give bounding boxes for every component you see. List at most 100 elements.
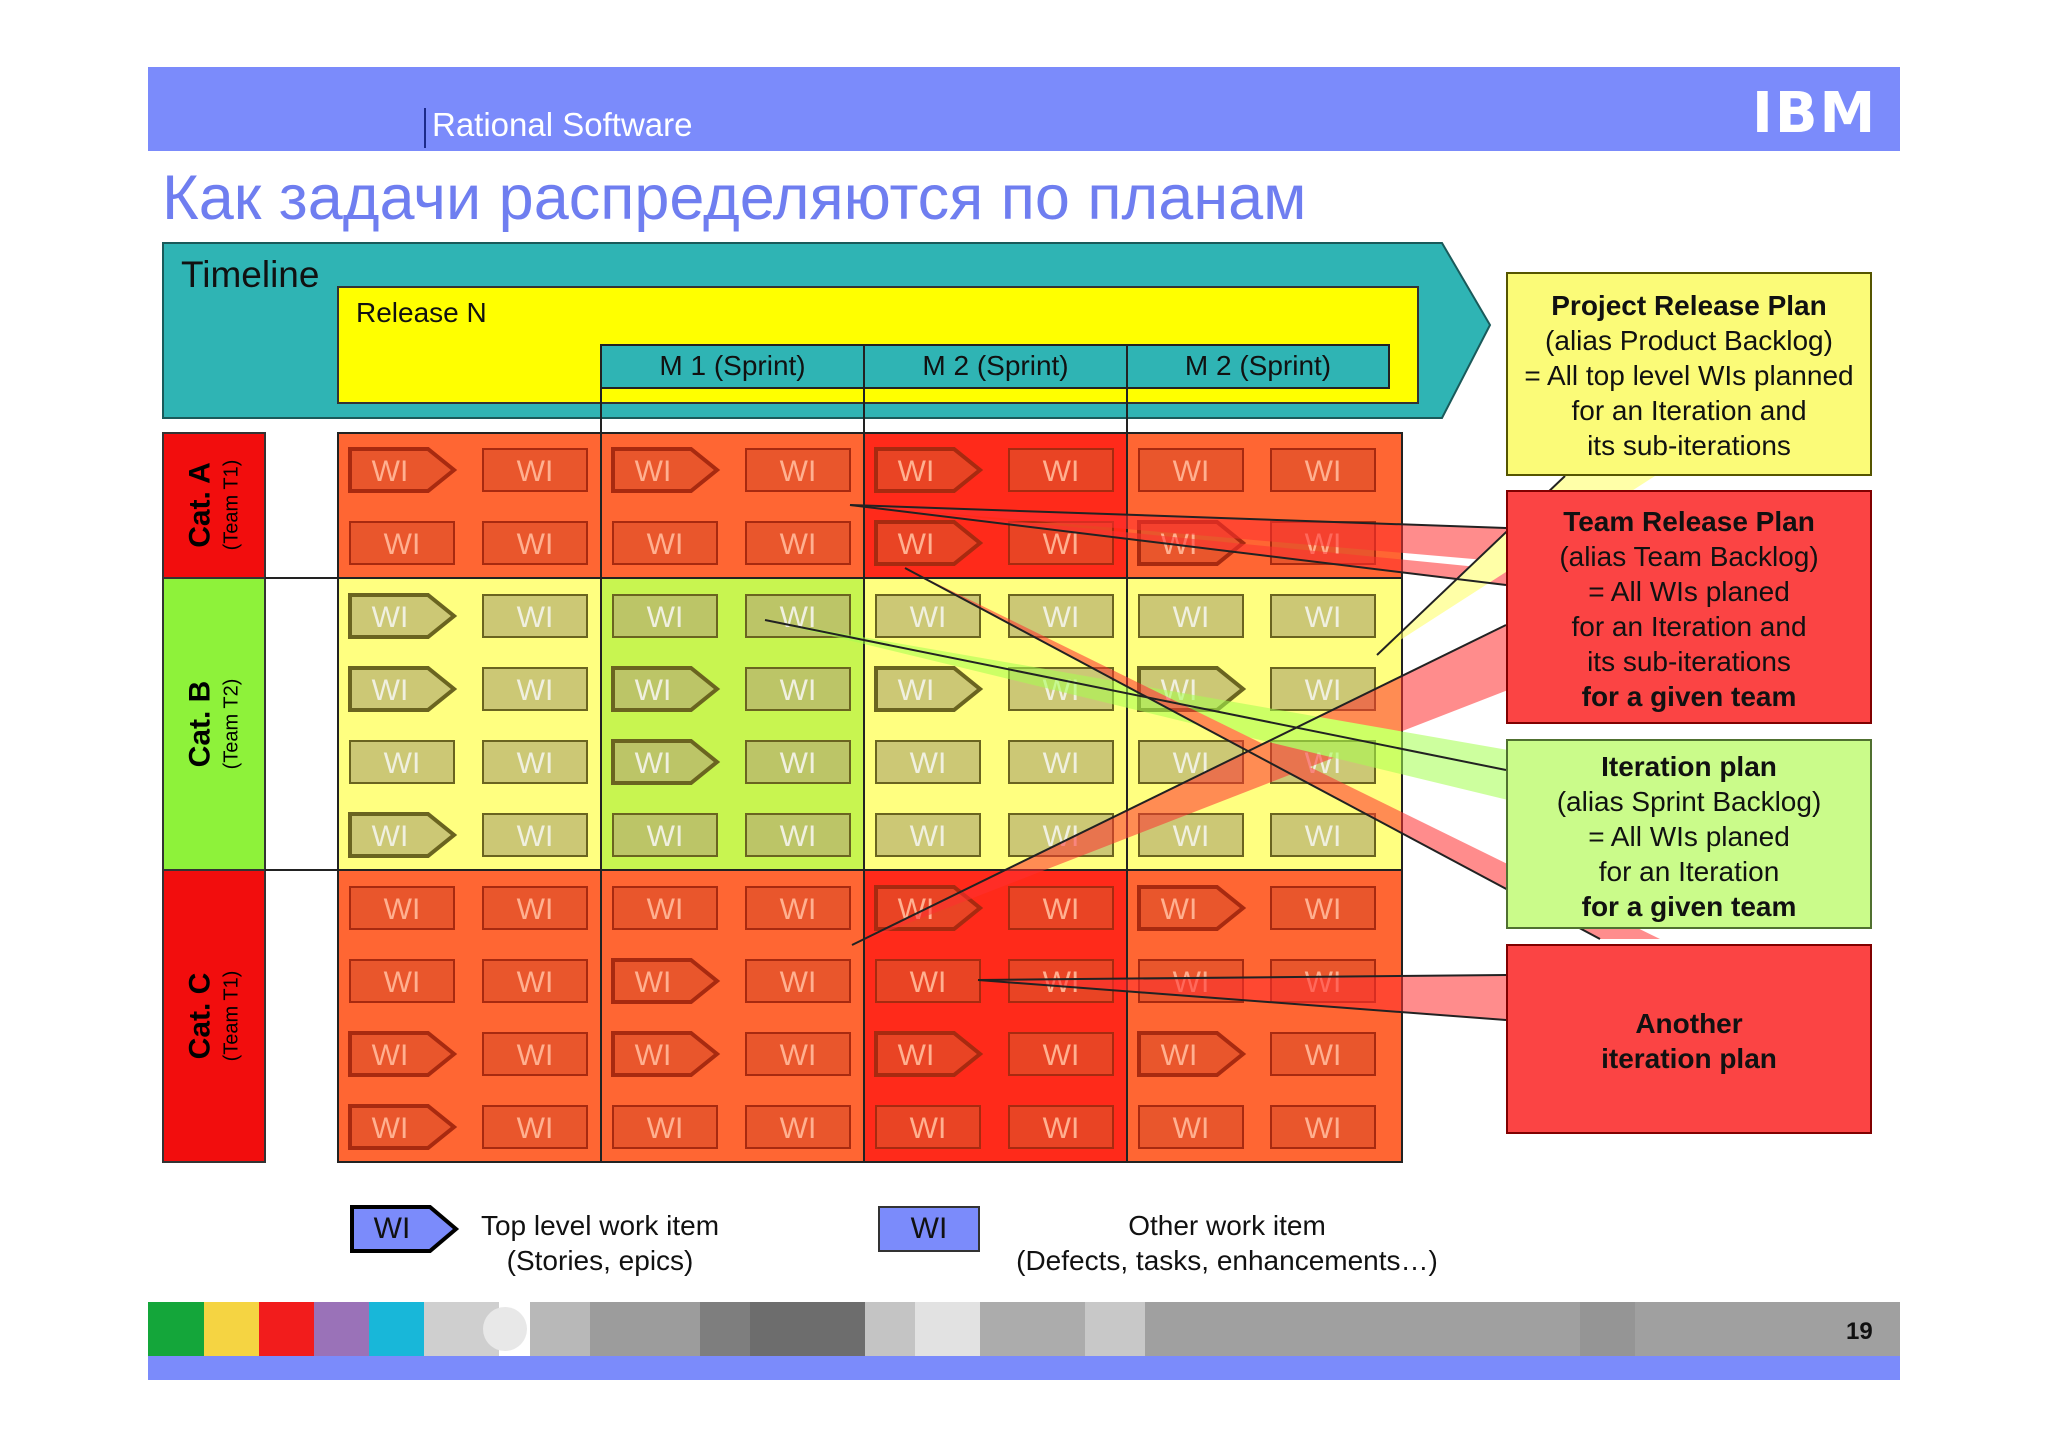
top-level-work-item [1137,1031,1247,1077]
top-level-work-item [348,447,458,493]
work-item-label: WI [517,1112,554,1145]
work-item [745,886,851,930]
legend-other-text: Other work item (Defects, tasks, enhance… [1000,1208,1454,1278]
legend-other-box-label: WI [910,1212,948,1245]
callout-prp-line4: for an Iteration and [1571,395,1807,426]
category-label-c: Cat. C (Team T1) [183,971,243,1062]
callout-trp-line4: for an Iteration and [1571,611,1807,642]
callout-aip-line1: Another [1635,1008,1743,1039]
work-item-label: WI [1305,455,1342,488]
work-item-label: WI [372,601,409,634]
category-label-b: Cat. B (Team T2) [184,678,243,770]
release-label: Release N [356,297,487,328]
footer-bar [148,1356,1900,1380]
category-name-c: Cat. C [183,972,217,1060]
legend-other-line1: Other work item [1128,1210,1326,1241]
category-team-a: (Team T1) [220,459,243,551]
sprint-header-1 [600,344,865,389]
work-item [349,740,455,784]
top-level-work-item [874,1031,984,1077]
legend-top-level-shape [350,1205,460,1253]
work-item-label: WI [647,601,684,634]
work-item-label: WI [372,455,409,488]
work-item [482,521,588,565]
callout-prp-line5: its sub-iterations [1587,430,1791,461]
top-level-work-item [348,812,458,858]
work-item [1138,594,1244,638]
connector-another-1 [978,975,1508,1020]
work-item [875,813,981,857]
work-item [875,594,981,638]
work-item-label: WI [647,820,684,853]
work-item [745,448,851,492]
work-item-label: WI [635,674,672,707]
work-item-label: WI [1043,528,1080,561]
work-item-label: WI [780,1112,817,1145]
work-item-label: WI [1305,674,1342,707]
work-item-label: WI [780,747,817,780]
work-item [612,1105,718,1149]
work-item [745,521,851,565]
callout-trp-title: Team Release Plan [1563,506,1815,537]
work-item-label: WI [898,674,935,707]
work-item [1008,886,1114,930]
work-item-label: WI [780,528,817,561]
connector-lines [764,475,1601,1021]
work-item-label: WI [384,966,421,999]
work-item [1138,448,1244,492]
callout-ip-line5: for a given team [1581,891,1797,922]
work-item-label: WI [910,747,947,780]
work-item [875,1105,981,1149]
category-bar-a [162,432,266,579]
work-item-label: WI [384,893,421,926]
work-item-label: WI [1173,820,1210,853]
work-item [1270,594,1376,638]
top-level-work-item [874,666,984,712]
work-item-label: WI [372,1039,409,1072]
legend-top-level-box-label: WI [373,1212,411,1245]
top-level-work-item [611,447,721,493]
work-item [612,813,718,857]
callout-trp-alias: (alias Team Backlog) [1559,541,1819,572]
work-item [482,1032,588,1076]
header-divider [424,108,426,148]
sprint-label-3: M 2 (Sprint) [1184,350,1332,381]
work-item-label: WI [780,674,817,707]
top-level-work-item [348,666,458,712]
legend-top-level-line1: Top level work item [480,1210,720,1241]
category-label-a: Cat. A (Team T1) [184,459,243,551]
work-item [482,813,588,857]
work-item-label: WI [384,747,421,780]
work-item-label: WI [1305,601,1342,634]
top-level-work-item [874,447,984,493]
work-item-label: WI [517,1039,554,1072]
work-item [612,886,718,930]
work-item [745,740,851,784]
top-level-work-item [348,1031,458,1077]
work-item-label: WI [780,820,817,853]
callout-prp-title: Project Release Plan [1551,290,1827,321]
work-item [1008,448,1114,492]
top-level-work-item [611,739,721,785]
work-item-label: WI [910,820,947,853]
work-item [482,594,588,638]
work-item-label: WI [517,674,554,707]
work-item-label: WI [1043,893,1080,926]
work-item-label: WI [1161,893,1198,926]
work-item-label: WI [517,455,554,488]
work-item-label: WI [1043,455,1080,488]
top-level-work-item [611,1031,721,1077]
footer-strip [148,1302,1900,1356]
callout-another-iteration-plan: Another iteration plan [1506,944,1872,1134]
work-item-label: WI [517,893,554,926]
work-item-label: WI [1043,601,1080,634]
connector-team-release-1 [850,505,1508,562]
category-team-b: (Team T2) [220,678,243,770]
work-item-label: WI [780,1039,817,1072]
wi-items: WI WI WI WI WI WI WI WI WI WI WI WI WI WI WI WI WI WI WI WI… [348,447,1376,1150]
work-item-label: WI [910,966,947,999]
work-item [482,886,588,930]
top-level-work-item [611,666,721,712]
callout-project-release-plan: Project Release Plan (alias Product Back… [1506,272,1872,476]
work-item-label: WI [1305,820,1342,853]
